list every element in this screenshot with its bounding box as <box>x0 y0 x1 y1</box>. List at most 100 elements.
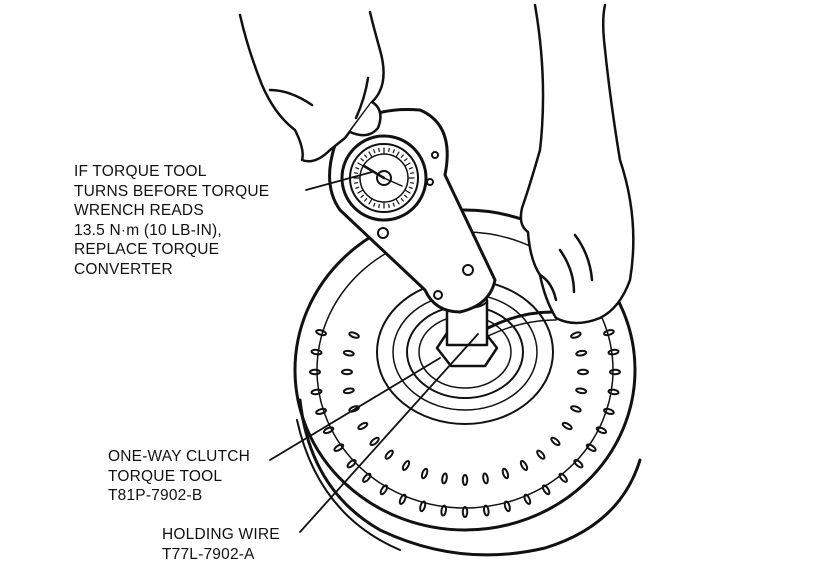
converter-slot <box>333 443 345 452</box>
converter-slot <box>541 484 551 496</box>
gauge-tick <box>392 149 395 154</box>
gauge-tick <box>355 186 360 189</box>
clutch-tool-line: ONE-WAY CLUTCH <box>108 448 251 465</box>
gauge-tick <box>357 162 363 167</box>
gauge-tick <box>373 202 376 207</box>
gauge-tick <box>404 194 408 198</box>
converter-slot <box>420 467 429 480</box>
converter-slot <box>609 368 621 376</box>
converter-slot <box>523 493 532 505</box>
converter-slot <box>461 506 469 518</box>
converter-slot <box>577 368 589 376</box>
converter-slot <box>357 421 369 431</box>
gauge-tick <box>405 189 411 194</box>
converter-slot <box>348 331 360 339</box>
hand-icon <box>519 3 635 325</box>
converter-slot <box>441 472 448 485</box>
converter-slot <box>398 493 407 505</box>
dial-gauge-icon <box>340 134 428 222</box>
gauge-tick <box>395 151 400 157</box>
holding-wire-line: HOLDING WIRE <box>162 526 280 543</box>
gauge-tick <box>373 149 376 154</box>
gauge-tick <box>408 167 413 170</box>
torque-note-line: IF TORQUE TOOL <box>74 163 207 180</box>
converter-slot <box>401 460 411 471</box>
converter-slot <box>346 459 357 469</box>
converter-slot <box>607 348 620 356</box>
clutch-tool-line: T81P-7902-B <box>108 487 203 504</box>
torque-note-line: TURNS BEFORE TORQUE <box>74 182 270 200</box>
gauge-tick <box>353 182 358 184</box>
gauge-tick <box>353 172 358 174</box>
clutch-tool-label: ONE-WAY CLUTCH TORQUE TOOL T81P-7902-B <box>108 447 250 506</box>
converter-slot <box>322 426 335 435</box>
torque-note-line: WRENCH READS <box>74 202 204 219</box>
converter-slot <box>536 449 546 460</box>
torque-note-line: CONVERTER <box>74 260 173 278</box>
converter-slot <box>341 368 353 376</box>
holding-wire <box>486 310 557 337</box>
converter-slot <box>369 436 380 447</box>
converter-slot <box>607 388 620 396</box>
converter-slot <box>603 407 615 415</box>
gauge-tick <box>364 154 368 158</box>
gauge-tick <box>388 147 390 152</box>
converter-slot <box>558 472 568 483</box>
converter-slot <box>603 329 615 337</box>
gauge-tick <box>360 158 364 162</box>
gauge-tick <box>360 194 364 198</box>
gauge-tick <box>410 172 415 174</box>
leader-lines <box>269 171 479 533</box>
converter-slot <box>379 484 389 496</box>
converter-slot <box>575 387 588 395</box>
gauge-tick <box>368 199 373 205</box>
converter-slot <box>461 474 469 486</box>
converter-slot <box>362 472 372 483</box>
gauge-tick <box>405 162 411 167</box>
gauge-tick <box>392 202 395 207</box>
converter-slot <box>310 348 323 356</box>
converter-slot <box>550 436 561 447</box>
gauge-tick <box>388 204 390 209</box>
converter-slot <box>342 349 355 357</box>
converter-slot <box>519 460 529 471</box>
gauge-tick <box>357 189 363 194</box>
converter-slot <box>342 387 355 395</box>
gauge-tick <box>404 158 408 162</box>
converter-slot <box>575 349 588 357</box>
converter-slot <box>315 407 327 415</box>
torque-note-line: REPLACE TORQUE <box>74 241 220 258</box>
converter-slot <box>570 405 582 413</box>
gauge-tick <box>410 182 415 184</box>
converter-slot <box>482 472 489 485</box>
converter-slot <box>309 368 321 376</box>
holding-wire-line: T77L-7902-A <box>162 545 255 563</box>
converter-slot <box>419 500 427 513</box>
gauge-tick <box>364 198 368 202</box>
gauge-tick <box>408 186 413 189</box>
hand-icon <box>238 10 385 163</box>
converter-slot <box>573 459 584 469</box>
converter-slot <box>384 449 394 460</box>
gauge-tick <box>368 151 373 157</box>
torque-note-label: IF TORQUE TOOL TURNS BEFORE TORQUE WRENC… <box>74 162 269 279</box>
converter-slot <box>315 329 327 337</box>
converter-slot <box>561 421 573 431</box>
clutch-tool-line: TORQUE TOOL <box>108 467 223 485</box>
converter-slot <box>483 504 490 517</box>
gauge-tick <box>395 199 400 205</box>
converter-slot <box>585 443 597 452</box>
gauge-tick <box>400 198 404 202</box>
torque-note-line: 13.5 N·m (10 LB-IN), <box>74 221 222 239</box>
converter-slot <box>501 467 510 480</box>
gauge-tick <box>400 154 404 158</box>
converter-slot <box>310 388 323 396</box>
gauge-tick <box>378 204 380 209</box>
converter-slot <box>503 500 511 513</box>
converter-slot <box>440 504 447 517</box>
converter-slot <box>595 426 608 435</box>
gauge-tick <box>355 167 360 170</box>
gauge-tick <box>378 147 380 152</box>
